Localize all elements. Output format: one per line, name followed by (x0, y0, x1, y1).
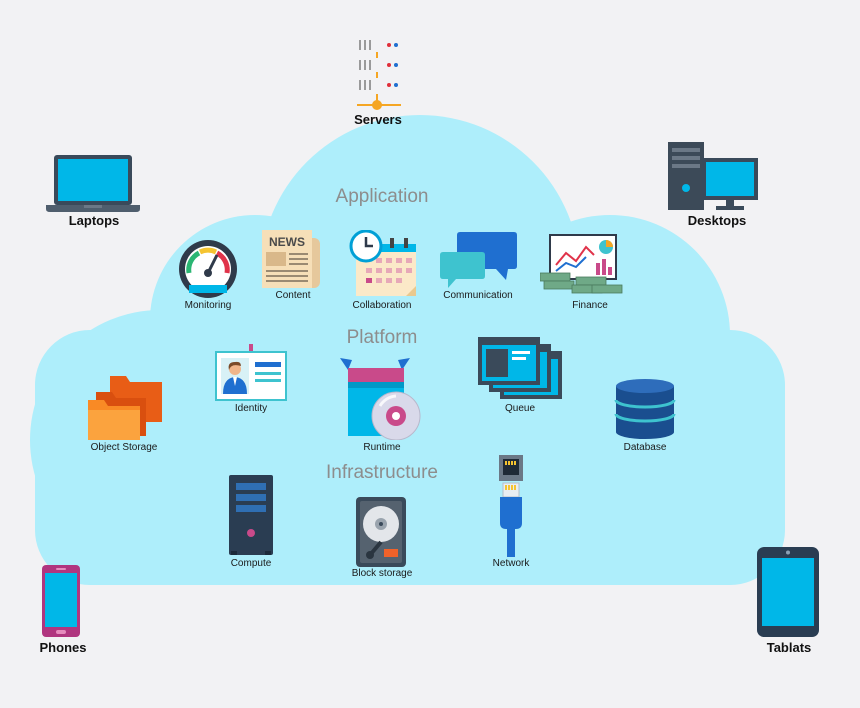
news-icon-text: NEWS (269, 235, 305, 249)
runtime-label: Runtime (363, 442, 401, 453)
identity-label: Identity (234, 403, 268, 414)
compute-tower-icon (229, 475, 275, 557)
network-cable-icon (496, 453, 526, 559)
news-content-icon: NEWS (262, 230, 324, 290)
queue-windows-icon (478, 337, 564, 401)
communication-label: Communication (443, 290, 513, 301)
servers-icon (355, 38, 405, 113)
queue-label: Queue (504, 403, 536, 414)
desktops-label: Desktops (687, 213, 747, 228)
tablets-label: Tablats (766, 640, 812, 655)
laptop-icon (46, 155, 140, 213)
id-card-icon (215, 344, 287, 402)
finance-label: Finance (572, 300, 608, 311)
application-layer-title: Application (335, 186, 429, 207)
compute-label: Compute (230, 558, 272, 569)
monitoring-label: Monitoring (184, 300, 232, 311)
hard-disk-icon (356, 497, 408, 569)
monitoring-gauge-icon (177, 239, 239, 299)
software-box-disc-icon (340, 358, 428, 440)
database-icon (614, 378, 676, 440)
object-storage-label: Object Storage (90, 442, 158, 453)
servers-label: Servers (354, 112, 402, 127)
finance-chart-icon (540, 233, 624, 299)
infrastructure-layer-title: Infrastructure (326, 462, 438, 483)
block-storage-label: Block storage (351, 568, 413, 579)
network-label: Network (492, 558, 530, 569)
desktop-icon (668, 142, 760, 212)
chat-bubbles-icon (440, 230, 518, 290)
phone-icon (42, 565, 82, 639)
tablet-icon (757, 547, 821, 639)
platform-layer-title: Platform (346, 327, 418, 348)
phones-label: Phones (39, 640, 87, 655)
laptops-label: Laptops (68, 213, 120, 228)
database-label: Database (623, 442, 667, 453)
calendar-collaboration-icon (348, 230, 418, 300)
folders-icon (86, 374, 164, 442)
content-label: Content (275, 290, 311, 301)
collaboration-label: Collaboration (352, 300, 412, 311)
